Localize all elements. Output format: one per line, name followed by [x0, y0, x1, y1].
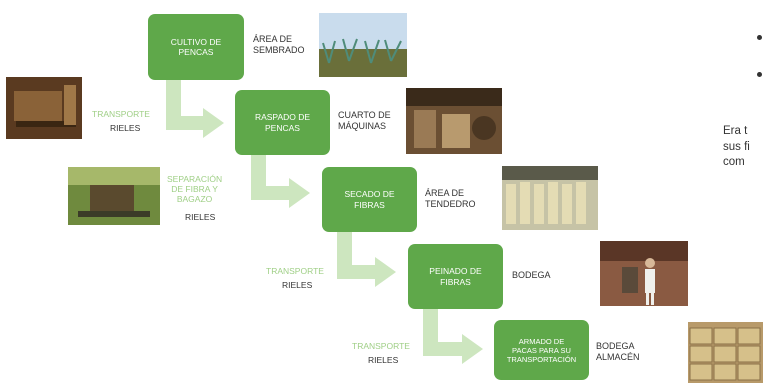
transition-label-4: TRANSPORTE: [352, 341, 410, 351]
drying-fibers-photo: [502, 166, 598, 230]
step-place-4: BODEGA: [512, 270, 551, 280]
transition-label-1: TRANSPORTE: [92, 109, 150, 119]
transition-sub-3: RIELES: [282, 280, 313, 290]
bales-stack-photo: [688, 322, 763, 383]
step-place-5: BODEGA ALMACÉN: [596, 341, 640, 363]
bullet-2: [757, 72, 762, 77]
step-box-secado: SECADO DE FIBRAS: [322, 167, 417, 232]
flow-arrow-2: [251, 152, 310, 208]
step-box-peinado: PEINADO DE FIBRAS: [408, 244, 503, 309]
transition-sub-2: RIELES: [185, 212, 216, 222]
step-box-raspado: RASPADO DE PENCAS: [235, 90, 330, 155]
step-place-1: ÁREA DE SEMBRADO: [253, 34, 305, 56]
flow-arrow-1: [166, 80, 224, 138]
transition-label-3: TRANSPORTE: [266, 266, 324, 276]
transition-sub-1: RIELES: [110, 123, 141, 133]
side-paragraph: Era t sus fi com: [723, 125, 750, 169]
flow-arrow-3: [337, 230, 396, 287]
step-place-2: CUARTO DE MÁQUINAS: [338, 110, 391, 132]
step-place-3: ÁREA DE TENDEDRO: [425, 188, 476, 210]
agave-field-photo: [319, 13, 407, 77]
step-box-armado: ARMADO DE PACAS PARA SU TRANSPORTACIÓN: [494, 320, 589, 380]
machine-room-photo: [406, 88, 502, 154]
separation-cart-photo: [68, 167, 160, 225]
transition-sub-4: RIELES: [368, 355, 399, 365]
flow-arrow-4: [423, 309, 483, 364]
bullet-1: [757, 35, 762, 40]
combing-worker-photo: [600, 241, 688, 306]
transition-label-2: SEPARACIÓN DE FIBRA Y BAGAZO: [167, 174, 223, 205]
rail-cart-photo: [6, 77, 82, 139]
step-box-cultivo: CULTIVO DE PENCAS: [148, 14, 244, 80]
